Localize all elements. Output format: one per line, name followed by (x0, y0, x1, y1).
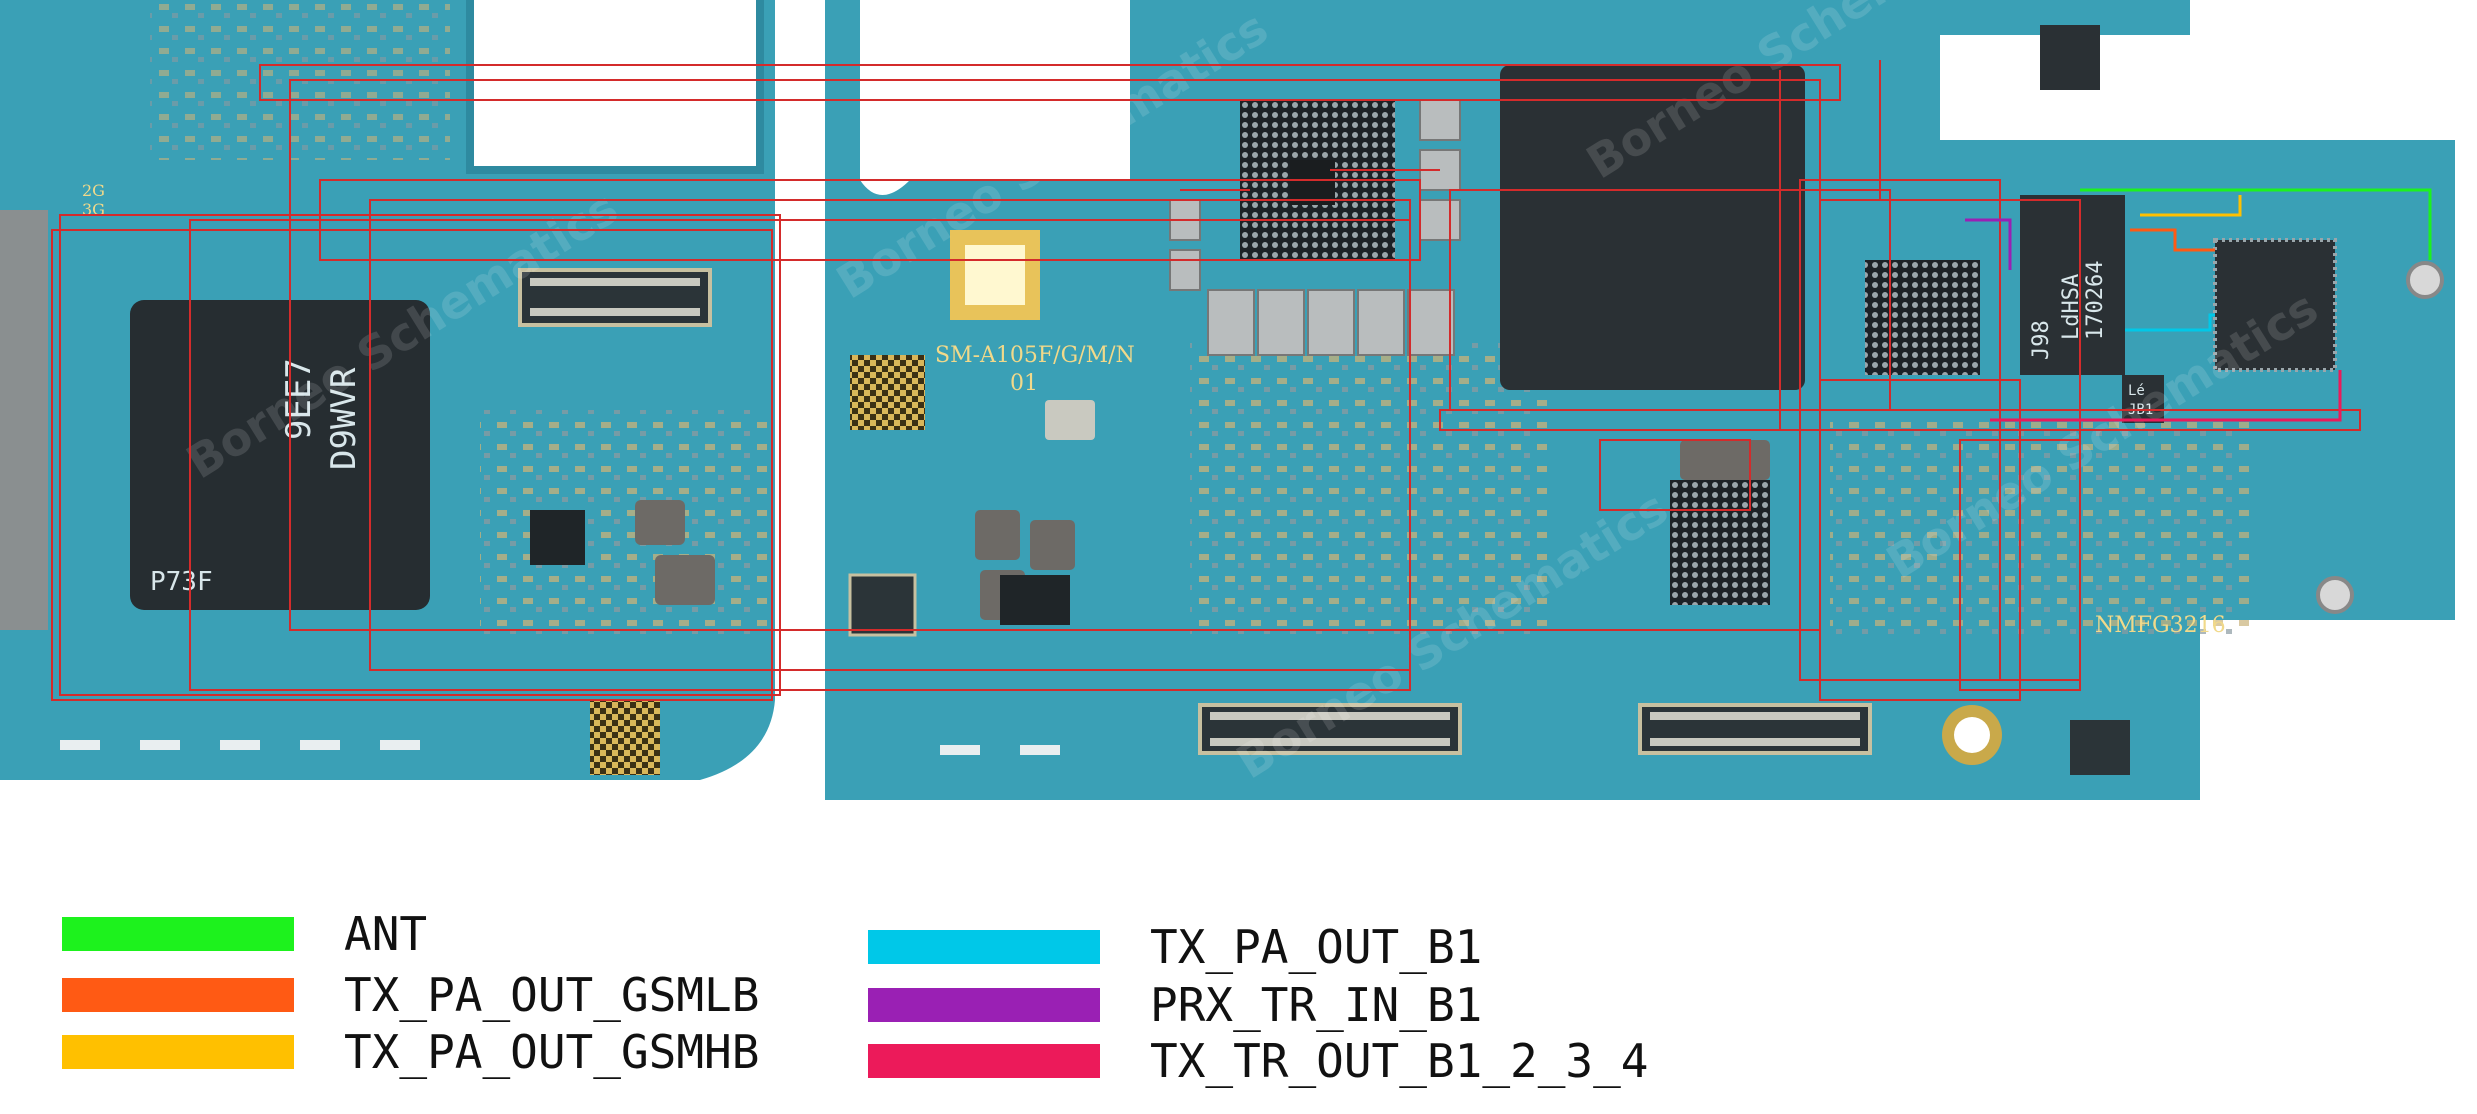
component-area-mid (1190, 340, 1550, 640)
board-right-cutout (860, 0, 1130, 180)
ic-small-1 (1000, 575, 1070, 625)
small-rf-chip (2122, 375, 2164, 423)
legend-label-ant: ANT (344, 907, 428, 961)
ant-trace (2080, 188, 2432, 260)
memory-chip (1500, 65, 1805, 390)
model-silkscreen: SM-A105F/G/M/N (935, 343, 1135, 368)
legend-swatch-gsmhb (62, 1035, 294, 1069)
pcb-board-diagram: 9EE7 D9WVR P73F 2G 3G SM-A105F/G/M/N 01 (0, 0, 2455, 800)
legend-label-tx-tr-b1-4: TX_TR_OUT_B1_2_3_4 (1150, 1034, 1649, 1088)
b1-pa-trace (2125, 313, 2215, 332)
part-code-silkscreen: NMFG3216 (2095, 613, 2226, 638)
emmc-marking-1: 9EE7 (279, 358, 319, 440)
net-traces (51, 60, 2361, 701)
component-area-left (480, 410, 770, 640)
gsmhb-trace (2140, 195, 2242, 217)
qr-code-center (850, 355, 925, 430)
transceiver-marking-3: J98 (2029, 320, 2054, 360)
inductor-cluster-1 (975, 510, 1020, 560)
emmc-marking-2: D9WVR (324, 367, 364, 470)
board-left-cutout (470, 0, 760, 170)
ic-small-2 (848, 573, 917, 637)
revision-silkscreen: 01 (1010, 371, 1038, 396)
legend-label-b1-pa: TX_PA_OUT_B1 (1150, 920, 1483, 974)
prx-b1-trace (1965, 218, 2012, 270)
modem-chip (2213, 238, 2337, 372)
gsmlb-trace (2130, 228, 2215, 252)
qr-code-left (590, 700, 660, 775)
legend-swatch-ant (62, 917, 294, 951)
component-area-rf (1830, 420, 2250, 640)
emmc-marking-3: P73F (150, 567, 213, 597)
tx-tr-b1-4-trace (1990, 370, 2342, 422)
legend-swatch-prx-b1 (868, 988, 1100, 1022)
pmic-bga (1670, 480, 1770, 605)
legend-swatch-b1-pa (868, 930, 1100, 964)
legend-swatch-tx-tr-b1-4 (868, 1044, 1100, 1078)
inductor-cluster-2 (1030, 520, 1075, 570)
legend-swatch-gsmlb (62, 978, 294, 1012)
crystal (1045, 400, 1095, 440)
pmic-inductors (1680, 440, 1770, 480)
emmc-chip (130, 300, 430, 610)
card-connector (0, 210, 48, 630)
power-ic (530, 510, 585, 565)
top-right-ic (2040, 25, 2100, 90)
transceiver-marking-2: 170264 (2083, 261, 2108, 340)
antenna-connector-2 (2316, 576, 2354, 614)
pa-module (1865, 260, 1980, 375)
legend-label-prx-b1: PRX_TR_IN_B1 (1150, 978, 1483, 1032)
antenna-connector-1 (2406, 261, 2444, 299)
label-3g: 3G (82, 200, 105, 219)
legend-label-gsmlb: TX_PA_OUT_GSMLB (344, 968, 760, 1022)
legend-label-gsmhb: TX_PA_OUT_GSMHB (344, 1025, 760, 1079)
small-chip-marking-1: Lé (2128, 383, 2145, 399)
label-2g: 2G (82, 181, 105, 200)
power-inductor-2 (655, 555, 715, 605)
rf-transceiver (2020, 195, 2125, 375)
bottom-connector-3 (2070, 720, 2130, 775)
power-inductor-1 (635, 500, 685, 545)
